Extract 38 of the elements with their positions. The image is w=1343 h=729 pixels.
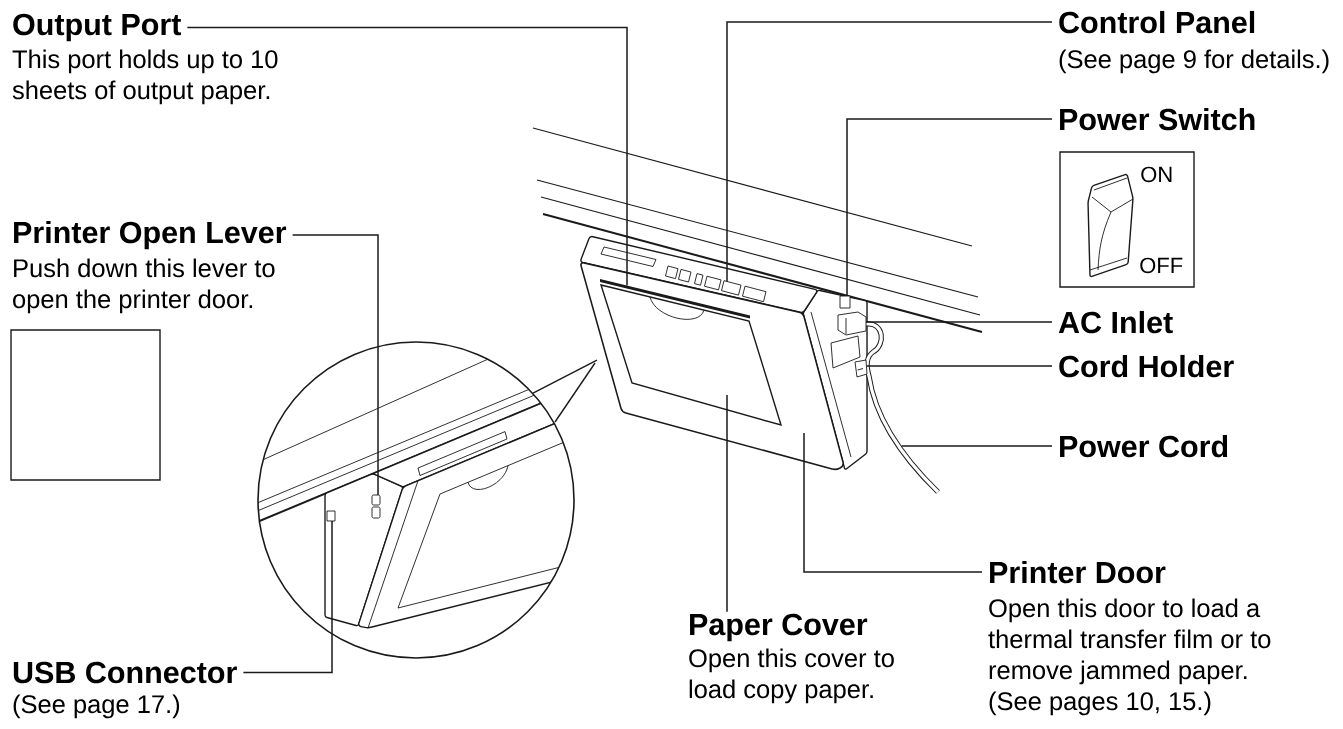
control-panel-drawing [665,265,767,303]
callout-text: Push down this lever to open the printer door. [13,258,275,314]
printer-door [580,262,844,471]
callout-title: Paper Cover [690,613,868,642]
leader-line [242,520,333,674]
callout-text: (See page 9 for details.) [1059,49,1329,74]
callout-title: AC Inlet [1058,310,1173,334]
open-lever [371,494,381,519]
leader-line [803,432,983,573]
callout-title: Printer Door [990,560,1166,584]
power-cord [864,321,940,494]
callout-text: (See page 17.) [13,694,180,719]
inset-frame [10,329,161,481]
usb-port [326,510,336,522]
leader-line [726,21,1053,283]
leader-line [291,234,379,496]
callout-title: Power Switch [1060,107,1255,131]
callout-title: Control Panel [1059,10,1255,34]
callout-title: Cord Holder [1059,354,1234,378]
callout-text: Open this door to load a thermal transfer film or to remove jammed paper. [988,598,1271,685]
callout-text: This port holds up to 10 sheets of output paper. [12,49,278,105]
callout-title: USB Connector [13,661,237,684]
callout-text: (See pages 10, 15.) [989,691,1211,716]
ac-inlet [837,311,867,336]
output-slot [600,279,750,319]
callout-text: Open this cover to load copy paper. [689,648,894,704]
switch-position-label: OFF [1140,257,1183,274]
callout-title: Output Port [13,13,182,42]
leader-line [726,394,728,613]
switch-position-label: ON [1141,166,1172,183]
cord-holder [854,359,868,378]
leader-line [846,118,1053,297]
power-switch [839,295,851,309]
leader-line [186,26,628,287]
leader-line [865,321,1053,323]
callout-title: Printer Open Lever [14,220,287,250]
leader-line [901,445,1053,447]
callout-title: Power Cord [1060,434,1228,458]
